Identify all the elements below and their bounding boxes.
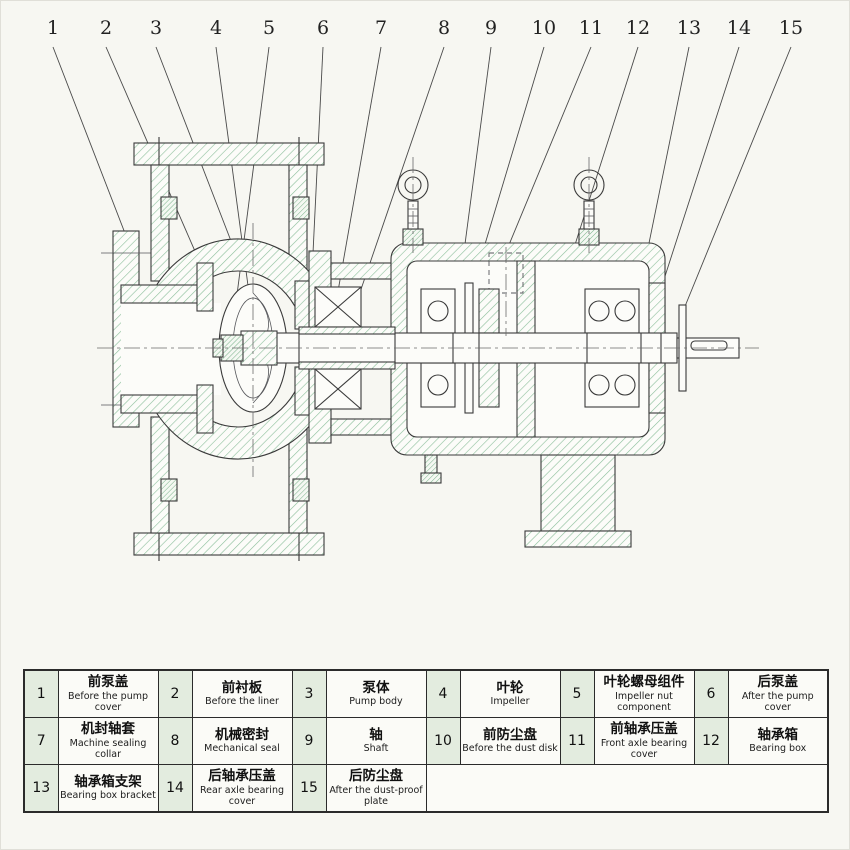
- shaft-sleeve: [298, 326, 396, 335]
- callout-number-8: 8: [437, 17, 451, 39]
- centerlines: [97, 157, 759, 477]
- callout-number-7: 7: [374, 17, 388, 39]
- callout-number-13: 13: [676, 17, 702, 39]
- part-name-zh: 机封轴套: [81, 721, 135, 738]
- part-number-cell: 14: [157, 764, 193, 813]
- part-number-cell: 9: [291, 717, 327, 765]
- part-name-cell: 前泵盖 Before the pump cover: [57, 669, 159, 718]
- drain-plug: [420, 454, 442, 484]
- part-name-zh: 前衬板: [221, 679, 263, 696]
- part-name-en: Shaft: [363, 743, 389, 755]
- part-name-zh: 泵体: [362, 679, 390, 696]
- empty-cell: [425, 764, 829, 813]
- part-name-cell: 前轴承压盖 Front axle bearing cover: [593, 717, 695, 765]
- part-number-cell: 13: [23, 764, 59, 813]
- part-name-en: Machine sealing collar: [69, 737, 147, 760]
- part-name-en: Before the dust disk: [462, 743, 558, 755]
- pump-cross-section-drawing: [52, 46, 792, 561]
- part-name-en: After the pump cover: [741, 690, 814, 713]
- callout-number-2: 2: [99, 17, 113, 39]
- part-name-en: Bearing box: [749, 743, 807, 755]
- part-name-cell: 机封轴套 Machine sealing collar: [57, 717, 159, 765]
- callout-number-4: 4: [209, 17, 223, 39]
- part-name-en: Before the liner: [205, 696, 279, 708]
- part-name-cell: 轴 Shaft: [325, 717, 427, 765]
- part-name-en: Bearing box bracket: [60, 790, 156, 802]
- part-name-en: Pump body: [349, 696, 403, 708]
- callout-number-3: 3: [149, 17, 163, 39]
- part-number-cell: 8: [157, 717, 193, 765]
- callout-number-1: 1: [46, 17, 60, 39]
- part-name-cell: 前防尘盘 Before the dust disk: [459, 717, 561, 765]
- part-number-cell: 7: [23, 717, 59, 765]
- callout-number-9: 9: [484, 17, 498, 39]
- part-name-cell: 前衬板 Before the liner: [191, 669, 293, 718]
- part-name-cell: 泵体 Pump body: [325, 669, 427, 718]
- part-name-cell: 轴承箱 Bearing box: [727, 717, 829, 765]
- bearing-box-bracket: [524, 454, 632, 548]
- part-name-en: Front axle bearing cover: [600, 737, 688, 760]
- callout-number-11: 11: [578, 17, 604, 39]
- callout-number-15: 15: [778, 17, 804, 39]
- callout-number-5: 5: [262, 17, 276, 39]
- part-name-cell: 轴承箱支架 Bearing box bracket: [57, 764, 159, 813]
- part-number-cell: 10: [425, 717, 461, 765]
- part-name-zh: 前轴承压盖: [610, 721, 678, 738]
- part-name-en: Mechanical seal: [204, 743, 280, 755]
- part-name-en: Rear axle bearing cover: [199, 784, 284, 807]
- part-name-en: After the dust-proof plate: [329, 784, 423, 807]
- part-name-cell: 机械密封 Mechanical seal: [191, 717, 293, 765]
- lifting-eye-bolts: [397, 169, 605, 246]
- part-name-zh: 机械密封: [215, 726, 269, 743]
- part-number-cell: 1: [23, 669, 59, 718]
- part-number-cell: 5: [559, 669, 595, 718]
- callout-number-14: 14: [726, 17, 752, 39]
- part-name-zh: 叶轮螺母组件: [603, 674, 685, 691]
- part-name-cell: 叶轮螺母组件 Impeller nut component: [593, 669, 695, 718]
- ball-bearings: [420, 288, 640, 408]
- part-number-cell: 12: [693, 717, 729, 765]
- part-number-cell: 15: [291, 764, 327, 813]
- part-number-cell: 11: [559, 717, 595, 765]
- part-name-en: Impeller: [490, 696, 530, 708]
- part-name-zh: 轴: [369, 726, 383, 743]
- part-number-cell: 4: [425, 669, 461, 718]
- part-number-cell: 6: [693, 669, 729, 718]
- part-name-zh: 后泵盖: [757, 674, 799, 691]
- part-name-cell: 叶轮 Impeller: [459, 669, 561, 718]
- part-name-zh: 后防尘盘: [349, 768, 403, 785]
- part-number-cell: 3: [291, 669, 327, 718]
- shaft-sleeve: [298, 361, 396, 370]
- table-row: 7 机封轴套 Machine sealing collar 8 机械密封 Mec…: [23, 717, 829, 765]
- pump-body-casing: [120, 137, 339, 561]
- part-name-en: Impeller nut component: [615, 690, 673, 713]
- front-liner: [196, 262, 214, 434]
- part-name-zh: 叶轮: [496, 679, 524, 696]
- part-name-zh: 轴承箱: [757, 726, 799, 743]
- mechanical-seal: [294, 280, 362, 416]
- table-row: 13 轴承箱支架 Bearing box bracket 14 后轴承压盖 Re…: [23, 764, 829, 813]
- part-name-zh: 前防尘盘: [483, 726, 537, 743]
- callout-number-6: 6: [316, 17, 330, 39]
- callout-number-10: 10: [531, 17, 557, 39]
- part-number-cell: 2: [157, 669, 193, 718]
- table-row: 1 前泵盖 Before the pump cover 2 前衬板 Before…: [23, 669, 829, 718]
- part-name-en: Before the pump cover: [67, 690, 149, 713]
- parts-table: 1 前泵盖 Before the pump cover 2 前衬板 Before…: [23, 669, 829, 813]
- part-name-zh: 后轴承压盖: [208, 768, 276, 785]
- shaft-keyway: [690, 340, 728, 351]
- part-name-zh: 前泵盖: [87, 674, 129, 691]
- front-bearing-cover: [478, 288, 500, 408]
- part-name-cell: 后轴承压盖 Rear axle bearing cover: [191, 764, 293, 813]
- part-name-cell: 后泵盖 After the pump cover: [727, 669, 829, 718]
- callout-number-12: 12: [625, 17, 651, 39]
- part-name-zh: 轴承箱支架: [74, 773, 142, 790]
- part-name-cell: 后防尘盘 After the dust-proof plate: [325, 764, 427, 813]
